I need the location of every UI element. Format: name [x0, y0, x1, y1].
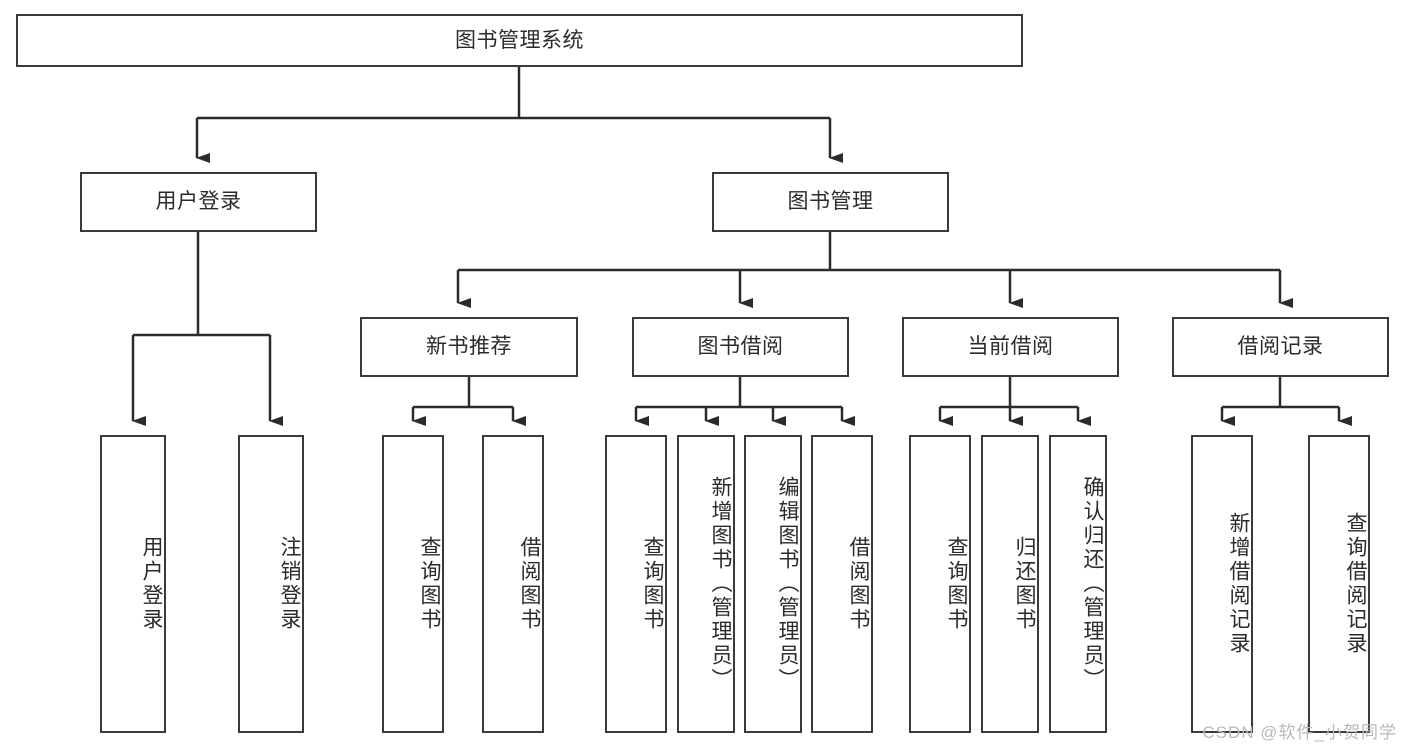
leaf-current-borrow-confirm-return-admin[interactable]: 确认归还（管理员）	[1049, 435, 1107, 733]
leaf-book-borrow-add-book-admin[interactable]: 新增图书（管理员）	[677, 435, 735, 733]
node-label: 查询图书	[418, 536, 441, 632]
leaf-borrow-record-query-record[interactable]: 查询借阅记录	[1308, 435, 1370, 733]
node-label: 图书管理	[787, 190, 874, 214]
watermark-text: CSDN @软件_小贺同学	[1202, 723, 1397, 742]
node-label: 确认归还（管理员）	[1081, 476, 1104, 692]
node-label: 用户登录	[140, 536, 163, 632]
node-user-login[interactable]: 用户登录	[80, 172, 317, 232]
node-book-borrow[interactable]: 图书借阅	[632, 317, 849, 377]
leaf-user-login-login[interactable]: 用户登录	[100, 435, 166, 733]
leaf-current-borrow-query-book[interactable]: 查询图书	[909, 435, 971, 733]
node-label: 注销登录	[278, 536, 301, 632]
node-new-book-recommend[interactable]: 新书推荐	[360, 317, 578, 377]
node-label: 图书借阅	[697, 335, 784, 359]
node-label: 新增图书（管理员）	[709, 476, 732, 692]
leaf-current-borrow-return-book[interactable]: 归还图书	[981, 435, 1039, 733]
node-label: 新增借阅记录	[1227, 512, 1250, 656]
node-label: 借阅图书	[847, 536, 870, 632]
node-borrow-record[interactable]: 借阅记录	[1172, 317, 1389, 377]
leaf-book-borrow-borrow-book[interactable]: 借阅图书	[811, 435, 873, 733]
node-label: 借阅图书	[518, 536, 541, 632]
leaf-user-login-logout[interactable]: 注销登录	[238, 435, 304, 733]
leaf-borrow-record-add-record[interactable]: 新增借阅记录	[1191, 435, 1253, 733]
leaf-new-book-query-book[interactable]: 查询图书	[382, 435, 444, 733]
node-root-book-management-system[interactable]: 图书管理系统	[16, 14, 1023, 67]
leaf-book-borrow-query-book[interactable]: 查询图书	[605, 435, 667, 733]
node-label: 编辑图书（管理员）	[776, 476, 799, 692]
leaf-book-borrow-edit-book-admin[interactable]: 编辑图书（管理员）	[744, 435, 802, 733]
node-label: 当前借阅	[967, 335, 1054, 359]
node-label: 新书推荐	[426, 335, 512, 359]
node-label: 查询图书	[641, 536, 664, 632]
node-label: 归还图书	[1013, 536, 1036, 632]
node-label: 借阅记录	[1237, 335, 1324, 359]
node-label: 查询图书	[945, 536, 968, 632]
leaf-new-book-borrow-book[interactable]: 借阅图书	[482, 435, 544, 733]
node-label: 图书管理系统	[455, 28, 584, 52]
node-label: 用户登录	[155, 190, 242, 214]
node-book-management[interactable]: 图书管理	[712, 172, 949, 232]
node-label: 查询借阅记录	[1344, 512, 1367, 656]
node-current-borrow[interactable]: 当前借阅	[902, 317, 1119, 377]
